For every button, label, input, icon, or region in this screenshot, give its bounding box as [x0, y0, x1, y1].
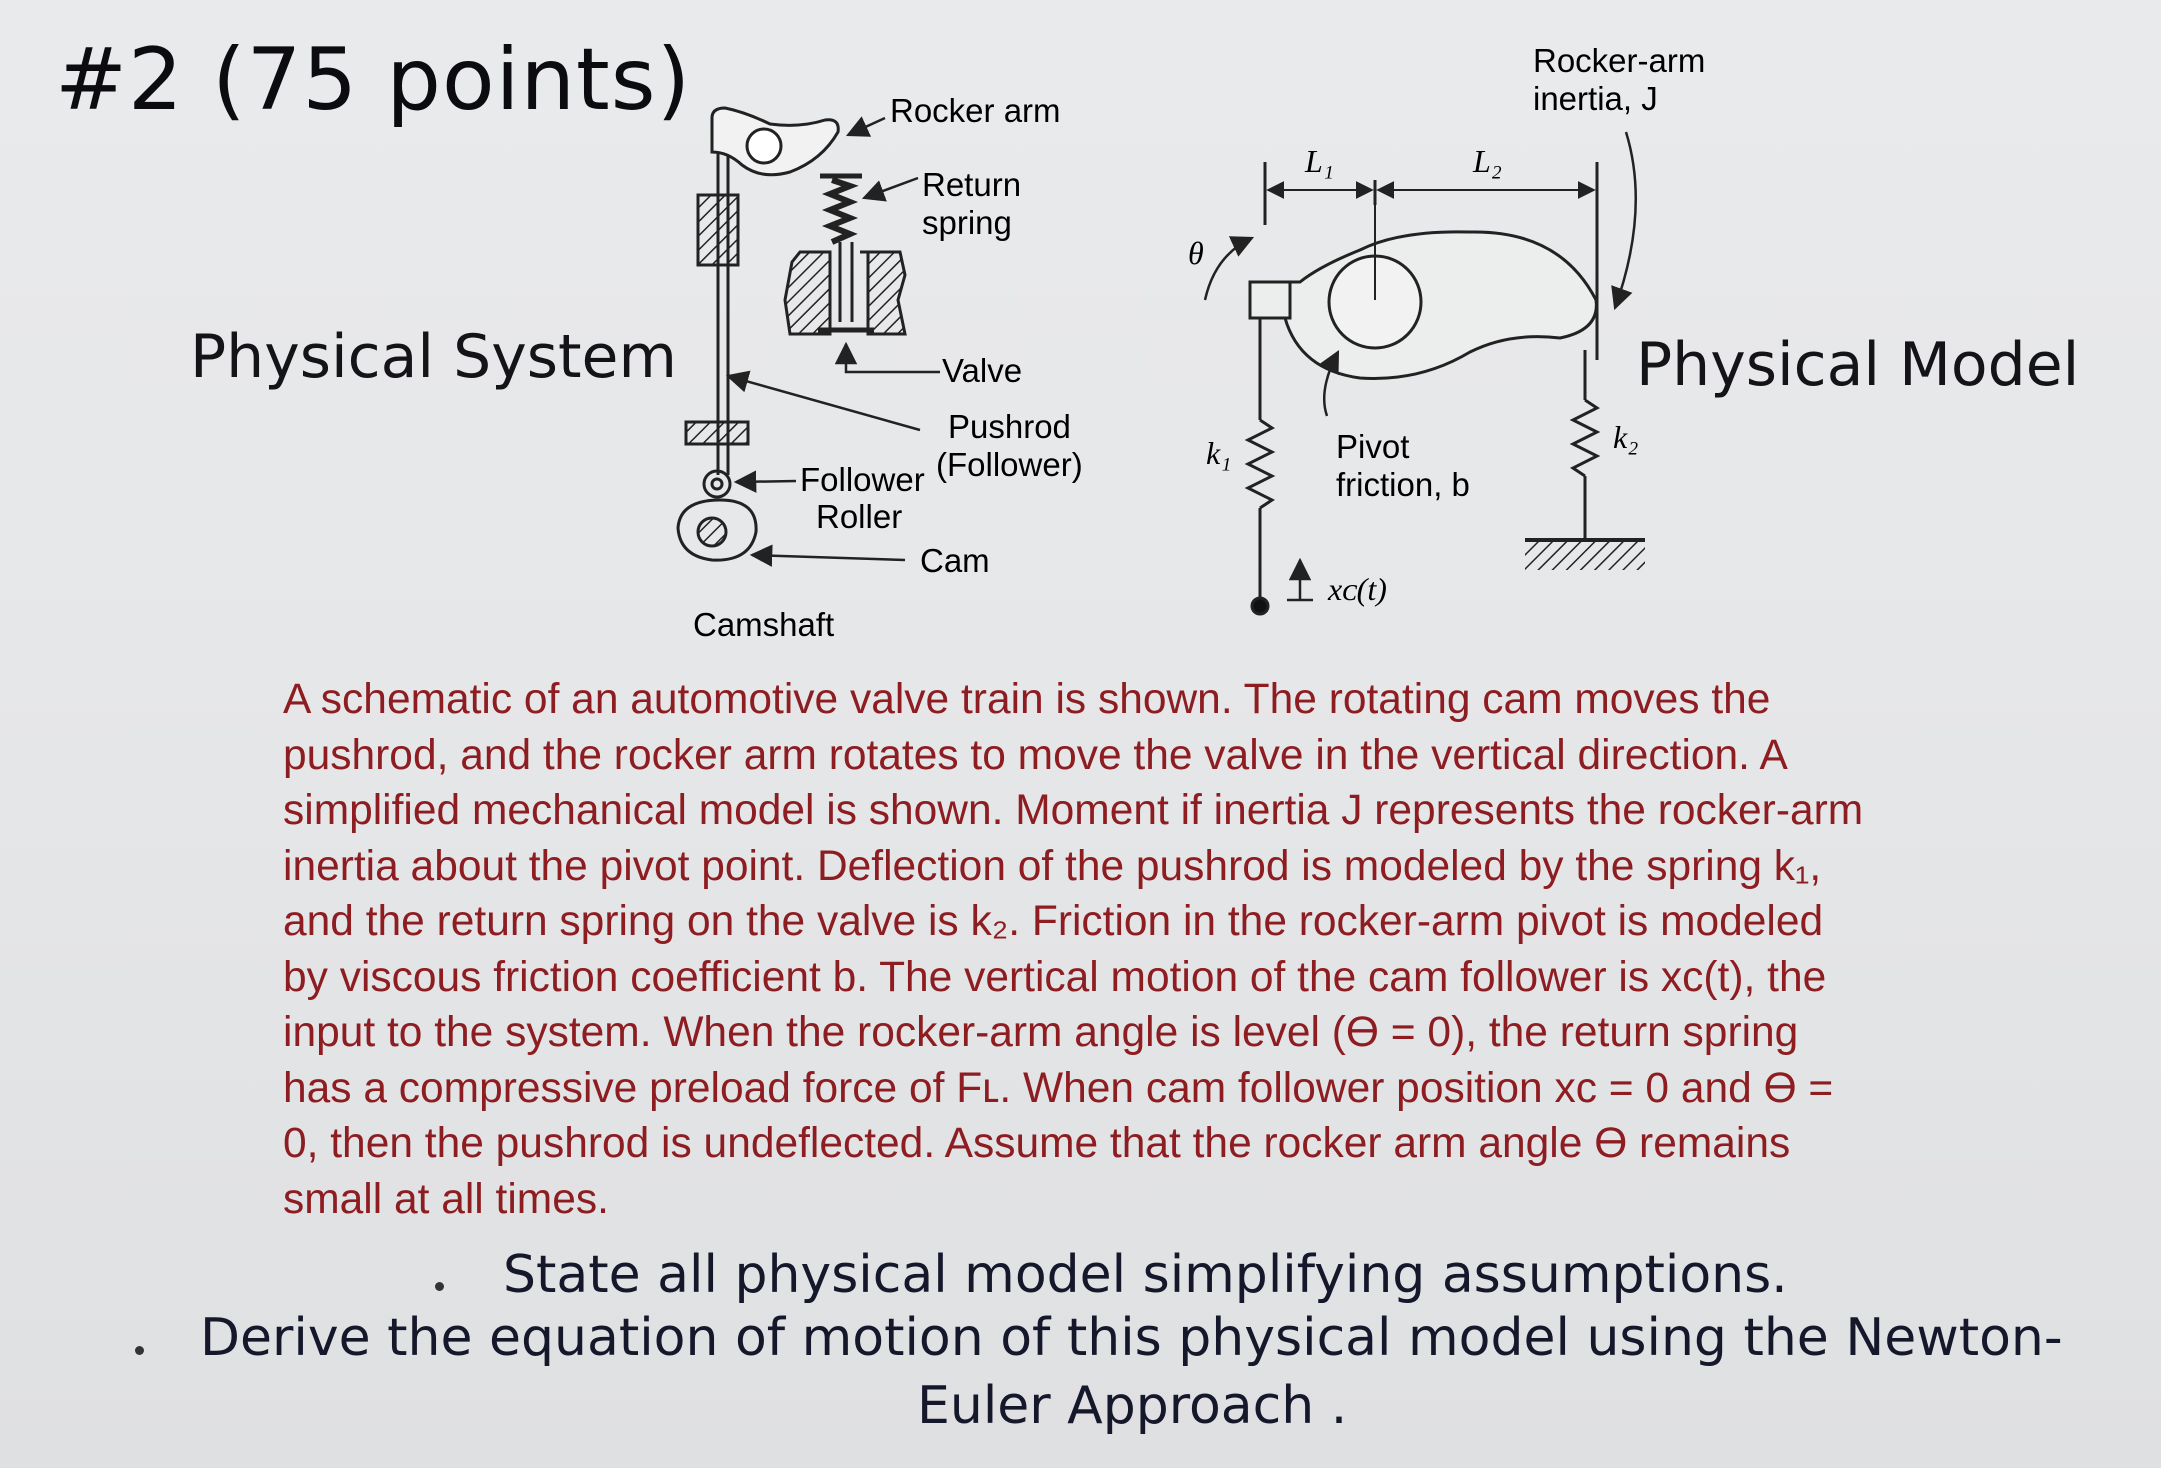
inertia-label-1: Rocker-arm — [1533, 42, 1705, 79]
physical-system-heading: Physical System — [190, 322, 677, 392]
physical-system-schematic — [676, 106, 940, 567]
camshaft-label: Camshaft — [693, 606, 834, 643]
xc-label: xᴄ(t) — [1327, 571, 1387, 607]
pivot-label-2: friction, b — [1336, 466, 1470, 503]
bullet-dot — [435, 1282, 444, 1291]
description-line: pushrod, and the rocker arm rotates to m… — [283, 731, 1788, 779]
return-spring-label-2: spring — [922, 204, 1012, 241]
return-spring-label-1: Return — [922, 166, 1021, 203]
valve-label: Valve — [942, 352, 1022, 389]
description-line: A schematic of an automotive valve train… — [283, 676, 1771, 723]
follower-label-1: Follower — [800, 461, 925, 498]
description-line: small at all times. — [283, 1175, 609, 1223]
description-line: and the return spring on the valve is k₂… — [283, 898, 1824, 945]
pushrod-label-1: Pushrod — [948, 408, 1071, 445]
description-line: has a compressive preload force of Fʟ. W… — [283, 1064, 1834, 1112]
k2-label: k₂ — [1613, 419, 1638, 455]
rocker-arm-label: Rocker arm — [890, 92, 1061, 129]
task-assumptions: State all physical model simplifying ass… — [503, 1245, 1788, 1305]
task-derive-line-1: Derive the equation of motion of this ph… — [200, 1308, 2063, 1368]
cam-label: Cam — [920, 542, 990, 579]
description-line: by viscous friction coefficient b. The v… — [283, 953, 1827, 1001]
physical-model-diagram — [1203, 131, 1645, 616]
description-line: 0, then the pushrod is undeflected. Assu… — [283, 1120, 1791, 1167]
problem-title: #2 (75 points) — [55, 30, 692, 130]
description-line: input to the system. When the rocker-arm… — [283, 1009, 1799, 1056]
physical-model-heading: Physical Model — [1636, 330, 2080, 400]
follower-label-2: Roller — [816, 498, 902, 535]
l1-label: L₁ — [1304, 143, 1334, 179]
l2-label: L₂ — [1472, 143, 1502, 179]
pivot-label-1: Pivot — [1336, 428, 1409, 465]
inertia-label-2: inertia, J — [1533, 80, 1658, 117]
pushrod-label-2: (Follower) — [936, 446, 1083, 483]
description-line: simplified mechanical model is shown. Mo… — [283, 787, 1864, 834]
bullet-dot — [135, 1346, 144, 1355]
k1-label: k₁ — [1206, 435, 1231, 471]
theta-label: θ — [1188, 235, 1204, 271]
diagrams-figure: Rocker arm Return spring Valve Pushrod (… — [676, 42, 1705, 643]
task-derive-line-2: Euler Approach . — [917, 1376, 1348, 1436]
problem-description: A schematic of an automotive valve train… — [283, 672, 2023, 1227]
description-line: inertia about the pivot point. Deflectio… — [283, 842, 1822, 890]
